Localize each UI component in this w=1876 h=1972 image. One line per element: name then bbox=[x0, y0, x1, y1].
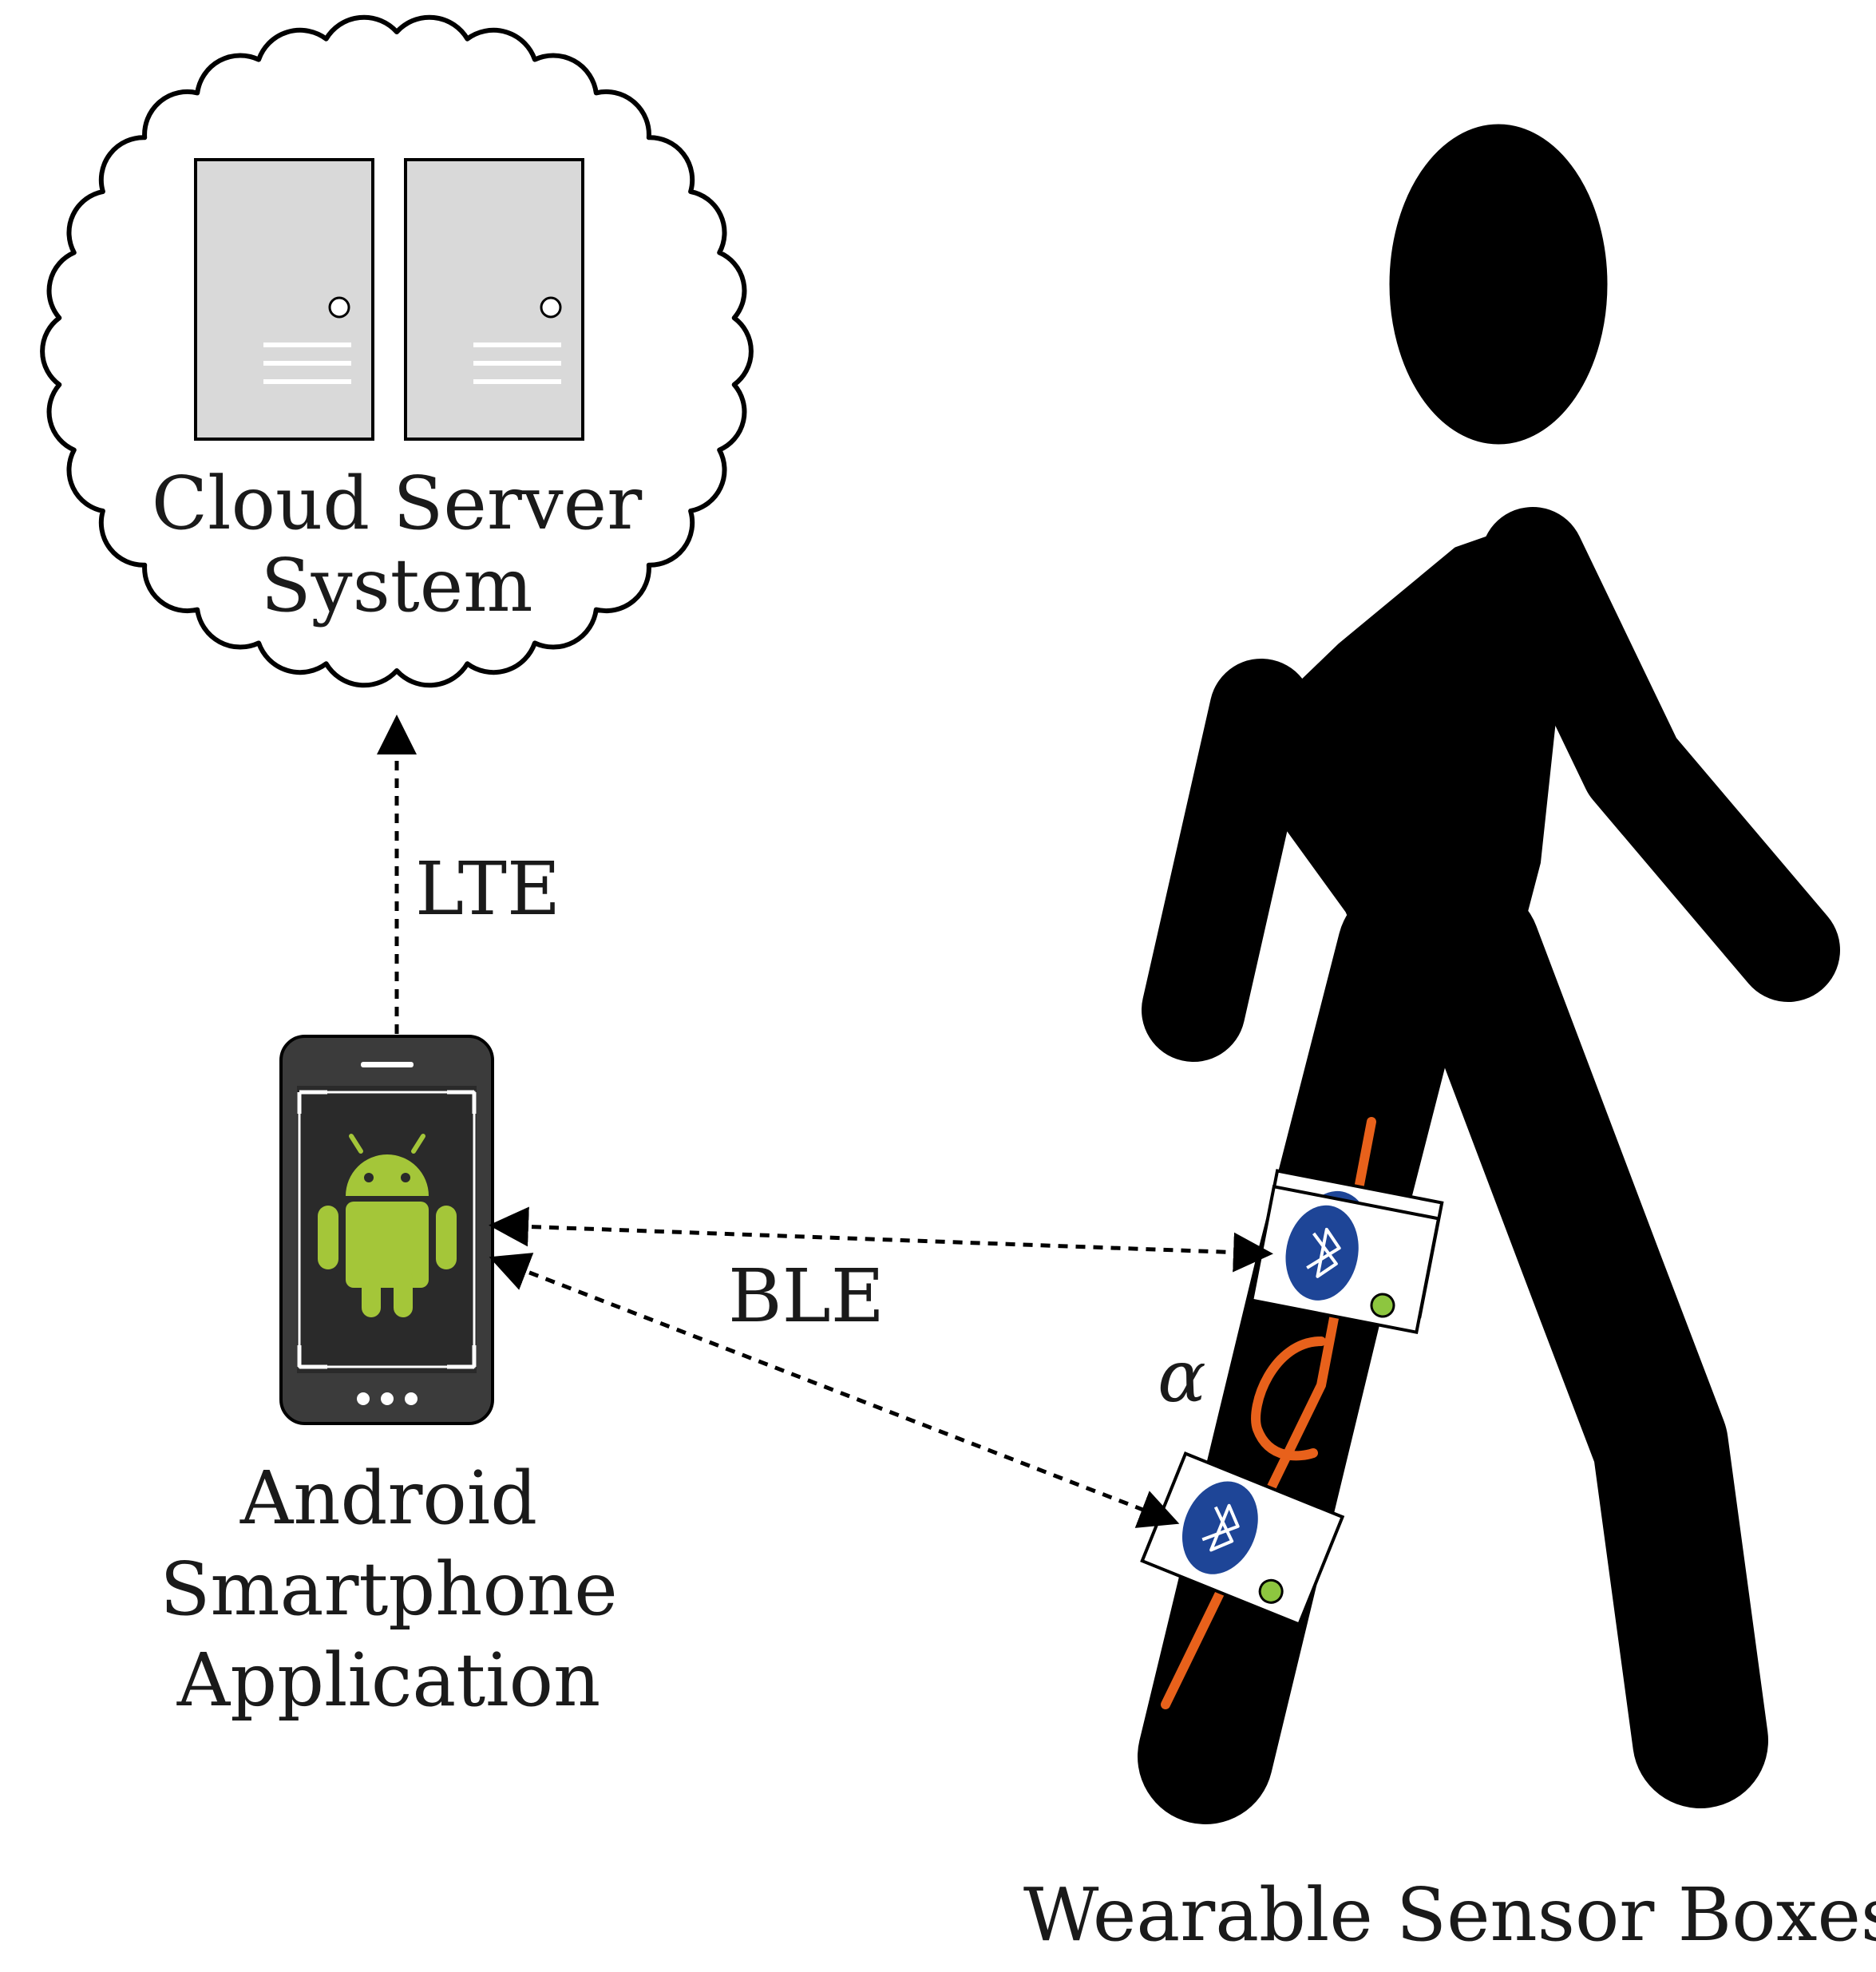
ble-label: BLE bbox=[728, 1253, 885, 1339]
status-led-icon bbox=[1258, 1578, 1284, 1604]
server-icon bbox=[404, 158, 584, 441]
server-icon bbox=[194, 158, 374, 441]
phone-label-line3: Application bbox=[176, 1637, 600, 1723]
ble-link-arrow-upper bbox=[489, 1206, 1273, 1273]
ble-link-arrow-lower bbox=[489, 1253, 1180, 1528]
status-led-icon bbox=[1370, 1293, 1395, 1318]
android-logo-icon bbox=[318, 1134, 457, 1317]
phone-label-line2: Smartphone bbox=[160, 1546, 617, 1632]
cloud-label-line1: Cloud Server bbox=[152, 461, 642, 546]
sensor-box-contents bbox=[1285, 1205, 1395, 1318]
sensors-label: Wearable Sensor Boxes bbox=[1023, 1872, 1876, 1958]
lte-label: LTE bbox=[415, 846, 560, 932]
phone-label-line1: Android bbox=[239, 1455, 537, 1541]
angle-alpha-label: α bbox=[1158, 1335, 1206, 1419]
sensor-box bbox=[1140, 1451, 1345, 1627]
cloud-label-line2: System bbox=[261, 543, 533, 628]
